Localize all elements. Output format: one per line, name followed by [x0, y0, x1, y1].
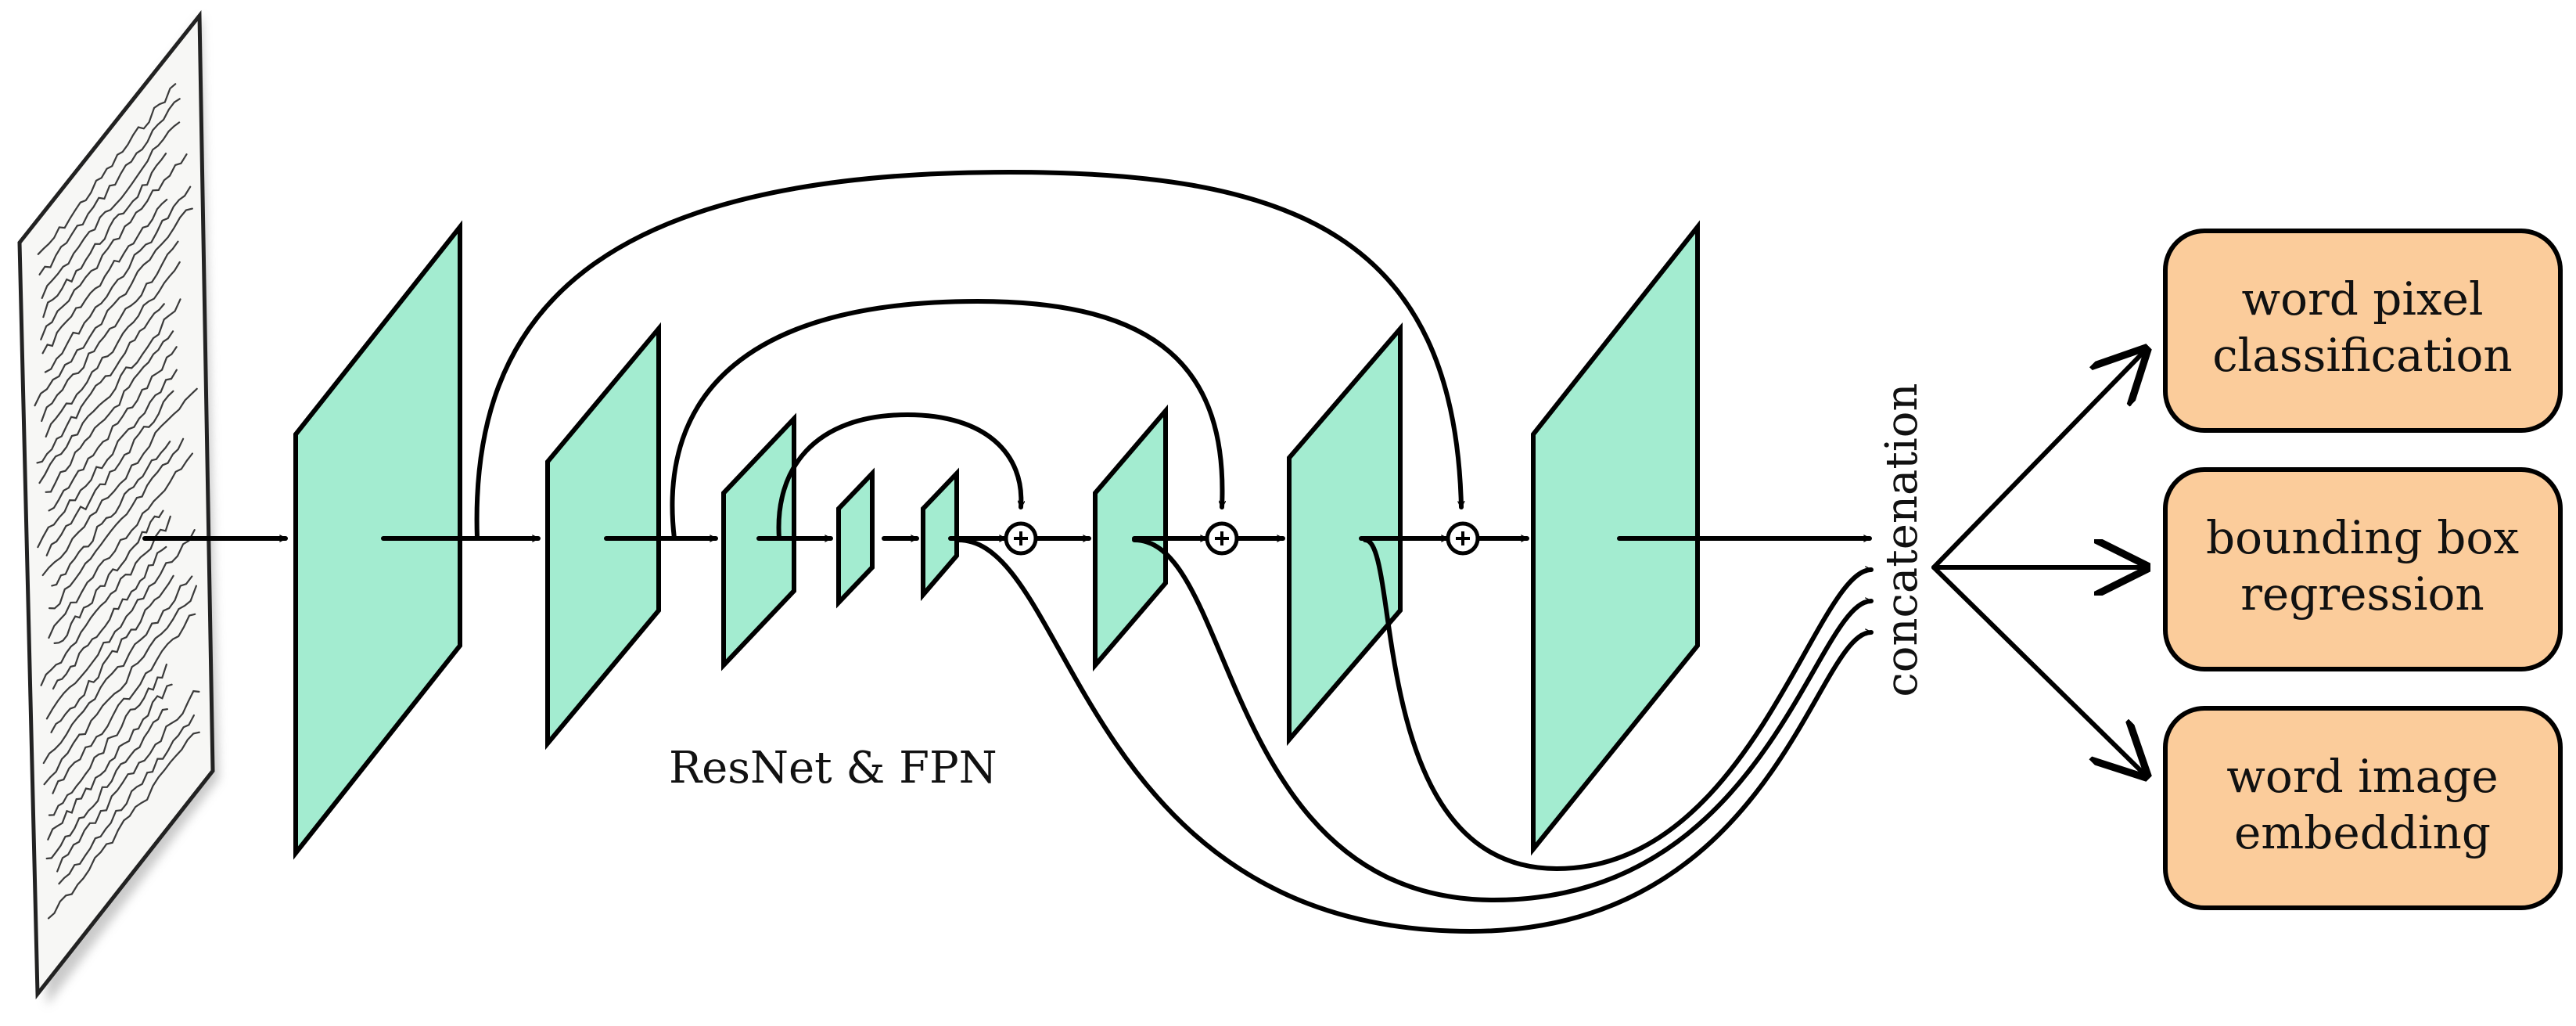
head-label-line1: word pixel	[2241, 272, 2483, 326]
handwriting-line	[48, 663, 167, 816]
handwriting-line	[43, 585, 197, 786]
feature-map-c5	[921, 467, 959, 602]
edge-skip-c4-sum1	[776, 412, 1022, 541]
feature-map-c3	[721, 412, 796, 671]
feature-map-p2	[1531, 220, 1700, 856]
concatenation-label: concatenation	[1877, 383, 1928, 697]
handwriting-line	[44, 185, 192, 373]
concat-edges	[956, 538, 1874, 934]
handwriting-line	[42, 575, 193, 765]
handwriting-line	[34, 207, 193, 407]
handwriting-line	[41, 240, 179, 423]
head-embedding: word image embedding	[2163, 706, 2563, 910]
handwriting-line	[45, 261, 181, 438]
sum-node-2	[1205, 521, 1239, 556]
handwriting-line	[53, 509, 164, 644]
handwriting-line	[36, 303, 165, 464]
handwriting-line	[45, 390, 174, 556]
feature-map-p3	[1287, 322, 1403, 747]
head-label-line2: classification	[2212, 329, 2513, 382]
head-box	[2163, 467, 2563, 671]
handwriting-lines	[34, 83, 200, 920]
output-edges	[1931, 351, 2145, 775]
handwriting-line	[42, 153, 167, 319]
handwriting-line	[45, 529, 196, 720]
skip-edges	[474, 170, 1461, 541]
edge-p3-concat	[1363, 538, 1874, 871]
handwriting-line	[47, 731, 200, 920]
sum-node-1	[1004, 521, 1038, 556]
handwriting-line	[47, 683, 173, 841]
head-box	[2163, 706, 2563, 910]
feature-map-c4	[836, 467, 875, 609]
handwriting-line	[38, 98, 181, 275]
handwriting-line	[40, 515, 171, 686]
head-box	[2163, 229, 2563, 433]
edge-concat-embedding	[1931, 565, 2145, 775]
head-label-line2: regression	[2240, 567, 2484, 621]
handwriting-line	[50, 574, 174, 733]
handwriting-line	[37, 369, 178, 549]
handwriting-line	[41, 199, 168, 355]
handwriting-line	[51, 441, 171, 587]
handwriting-line	[56, 689, 200, 873]
edge-skip-c3-sum2	[670, 299, 1222, 541]
input-document	[17, 9, 219, 1006]
handwriting-line	[41, 121, 181, 299]
handwriting-line	[49, 437, 185, 610]
edge-p4-concat	[1132, 538, 1874, 902]
handwriting-line	[48, 346, 178, 512]
handwriting-line	[58, 714, 195, 885]
edge-c5-concat	[956, 538, 1874, 934]
edge-concat-classification	[1931, 351, 2145, 570]
head-classification: word pixel classification	[2163, 229, 2563, 433]
handwriting-line	[45, 708, 168, 860]
handwriting-line	[40, 153, 188, 340]
feature-map-c2	[545, 322, 661, 751]
head-label-line1: word image	[2226, 750, 2498, 803]
handwriting-line	[41, 387, 198, 577]
head-label-line1: bounding box	[2206, 511, 2519, 564]
handwriting-line	[52, 545, 167, 690]
network-label: ResNet & FPN	[669, 743, 997, 794]
handwriting-line	[52, 613, 196, 794]
document-page-icon	[17, 9, 215, 1000]
handwriting-line	[45, 330, 174, 493]
handwriting-line	[37, 83, 177, 255]
handwriting-line	[38, 298, 181, 484]
head-regression: bounding box regression	[2163, 467, 2563, 671]
head-label-line2: embedding	[2234, 806, 2491, 859]
edge-skip-c2-sum3	[474, 170, 1461, 541]
sum-node-3	[1446, 521, 1480, 556]
feature-map-c1	[293, 220, 462, 860]
feature-map-p4	[1093, 404, 1168, 672]
handwriting-line	[48, 452, 193, 639]
